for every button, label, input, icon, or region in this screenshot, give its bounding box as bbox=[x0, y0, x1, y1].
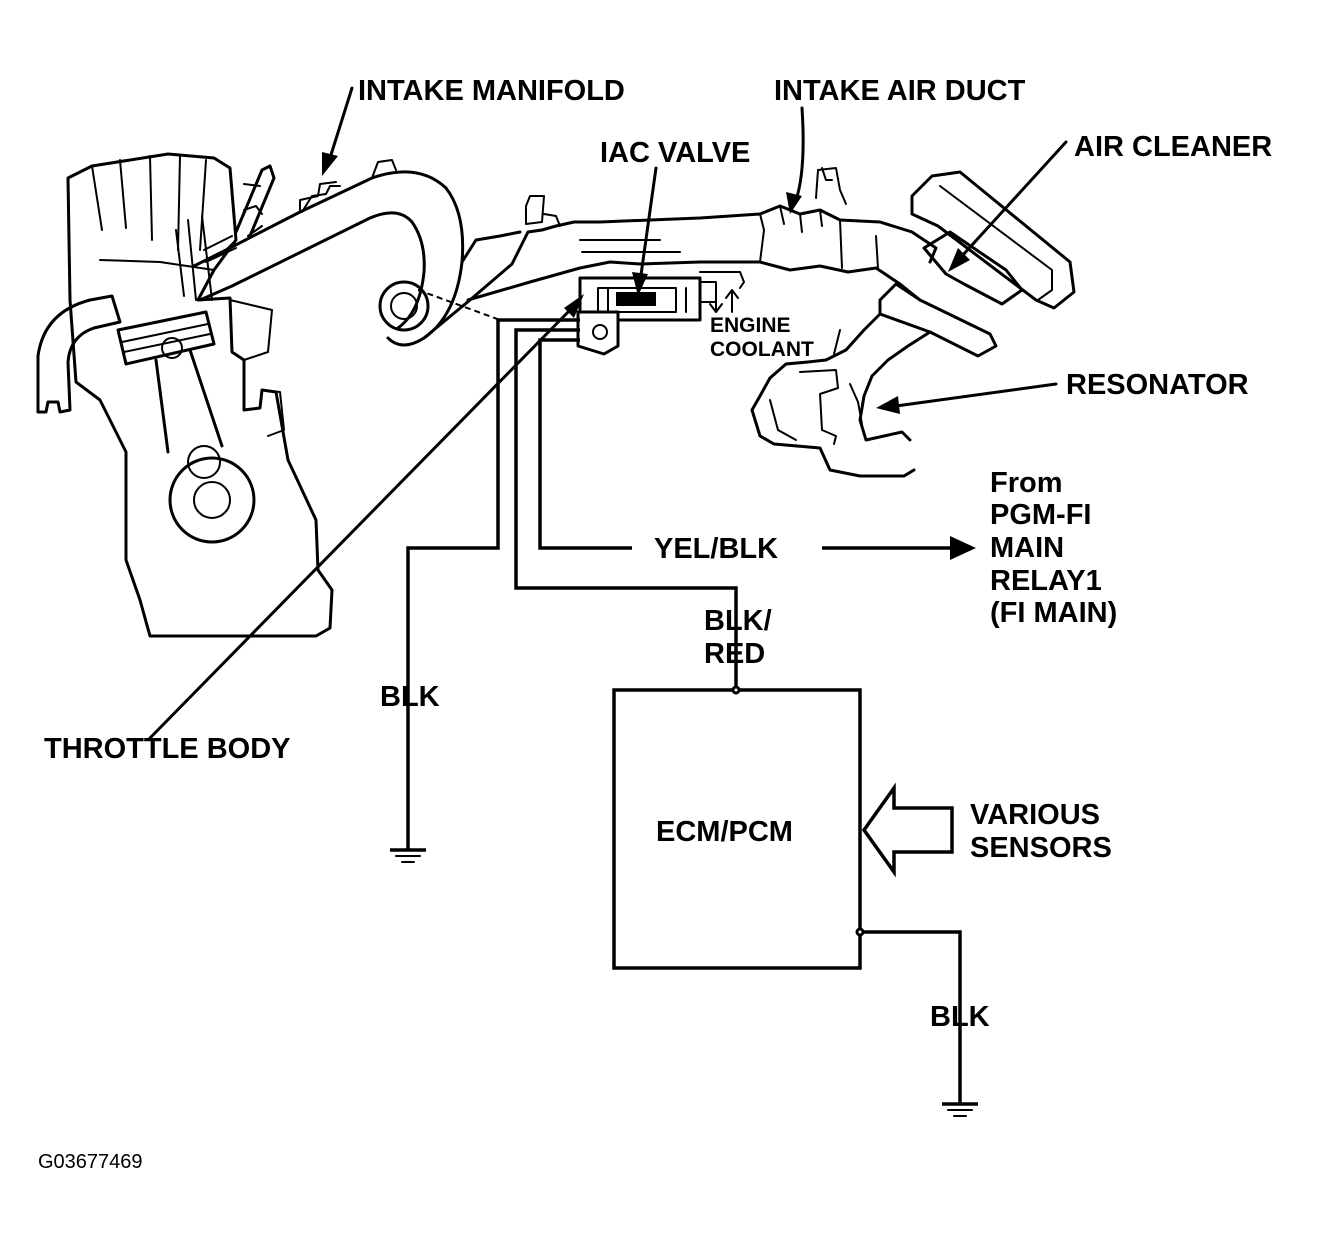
label-resonator: RESONATOR bbox=[1066, 369, 1249, 401]
label-red: RED bbox=[704, 638, 765, 670]
engine-block bbox=[36, 152, 334, 638]
air-cleaner-box bbox=[878, 170, 1076, 358]
label-engine: ENGINE bbox=[710, 314, 791, 337]
label-various: VARIOUS bbox=[970, 799, 1100, 831]
label-yel-blk: YEL/BLK bbox=[654, 533, 778, 565]
throttle-body-assembly bbox=[422, 195, 745, 356]
label-air-cleaner: AIR CLEANER bbox=[1074, 131, 1272, 163]
label-iac-valve: IAC VALVE bbox=[600, 137, 750, 169]
label-fi-main: (FI MAIN) bbox=[990, 597, 1117, 629]
intake-manifold-runner bbox=[192, 159, 501, 347]
label-coolant: COOLANT bbox=[710, 338, 814, 361]
sensor-input-arrow bbox=[861, 782, 954, 878]
intake-air-duct-hose bbox=[579, 167, 938, 302]
resonator-body bbox=[750, 312, 932, 478]
label-relay1: RELAY1 bbox=[990, 565, 1102, 597]
label-sensors: SENSORS bbox=[970, 832, 1112, 864]
label-intake-manifold: INTAKE MANIFOLD bbox=[358, 75, 625, 107]
label-from: From bbox=[990, 467, 1063, 499]
figure-id: G03677469 bbox=[38, 1151, 143, 1173]
label-intake-air-duct: INTAKE AIR DUCT bbox=[774, 75, 1026, 107]
label-pgm-fi: PGM-FI bbox=[990, 499, 1092, 531]
label-blk-ground-right: BLK bbox=[930, 1001, 990, 1033]
label-blk-slash: BLK/ bbox=[704, 605, 772, 637]
label-main: MAIN bbox=[990, 532, 1064, 564]
label-throttle-body: THROTTLE BODY bbox=[44, 733, 291, 765]
label-blk-ground-left: BLK bbox=[380, 681, 440, 713]
diagram-labels: INTAKE MANIFOLD INTAKE AIR DUCT IAC VALV… bbox=[38, 75, 1272, 1173]
wiring-harness bbox=[390, 318, 978, 1117]
ecm-pcm-module bbox=[612, 685, 865, 970]
leader-lines bbox=[148, 86, 1068, 740]
label-ecm-pcm: ECM/PCM bbox=[656, 816, 793, 848]
